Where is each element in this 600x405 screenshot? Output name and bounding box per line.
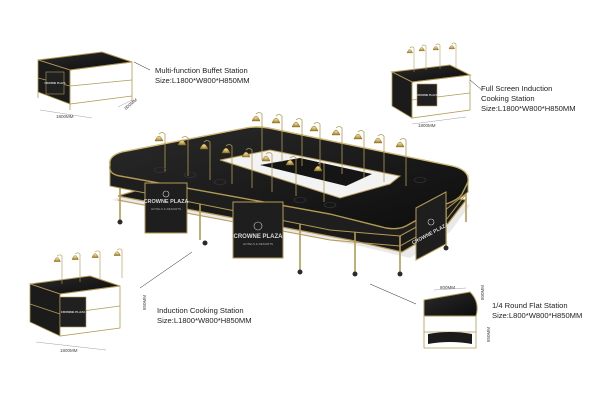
lamp-shade-icon — [113, 251, 121, 256]
label-round-flat: 1/4 Round Flat Station Size:L800*W800*H8… — [492, 301, 582, 321]
dim-length: 1800MM — [56, 114, 74, 119]
lamp-arm — [289, 156, 297, 159]
lamp-shade-icon — [353, 133, 363, 140]
lamp-arm — [116, 248, 123, 251]
lamp-arm — [255, 112, 263, 115]
lamp-arm — [399, 138, 407, 141]
full-induction-station: CROWNE PLAZA 1800MM — [390, 42, 472, 128]
lamp-shade-icon — [406, 49, 413, 54]
brand-name: CROWNE PLAZA — [416, 93, 437, 97]
lamp-shade-icon — [291, 121, 301, 128]
brand-tagline: HOTELS & RESORTS — [151, 207, 181, 211]
brand-name: CROWNE PLAZA — [234, 234, 284, 240]
lamp-arm — [158, 132, 166, 135]
lamp-shade-icon — [448, 45, 455, 50]
lamp-shade-icon — [418, 47, 425, 52]
lamp-shade-icon — [177, 139, 187, 146]
callout-line-induction — [139, 251, 193, 289]
dim-height: 850MM — [486, 327, 491, 342]
lamp-shade-icon — [251, 115, 261, 122]
lamp-arm — [357, 130, 365, 133]
induction-burners — [153, 167, 427, 208]
lamp-arm — [451, 42, 457, 45]
lamp-shade-icon — [285, 159, 295, 166]
lamp-arm — [435, 43, 441, 46]
island-panel-left: CROWNE PLAZA HOTELS & RESORTS — [144, 182, 189, 234]
lamp-shade-icon — [373, 137, 383, 144]
lamp-shade-icon — [91, 253, 99, 258]
quarter-round-station: 800MM 800MM 850MM — [423, 285, 491, 349]
lamp-arm — [225, 144, 233, 147]
lamp-arm — [409, 46, 415, 49]
lamp-arm — [295, 118, 303, 121]
lamp-shade-icon — [331, 129, 341, 136]
station-title: Induction Cooking Station — [157, 306, 244, 315]
brand-logo-icon — [253, 221, 263, 231]
dim-length: 800MM — [440, 285, 455, 290]
lamp-arm — [203, 140, 211, 143]
lamp-shade-icon — [154, 135, 164, 142]
label-full-induction: Full Screen Induction Cooking Station Si… — [481, 84, 576, 114]
multi-function-station: CROWNE PLAZA 1800MM 800MM — [37, 51, 138, 119]
induction-cooking-station: CROWNE PLAZA 1800MM 850MM — [29, 248, 147, 353]
label-multi-function: Multi-function Buffet Station Size:L1800… — [155, 66, 250, 86]
dim-height: 850MM — [142, 295, 147, 310]
lamp-arm — [74, 252, 81, 255]
station-size: Size:L800*W800*H850MM — [492, 311, 583, 320]
lamp-shade-icon — [309, 125, 319, 132]
station-size: Size:L1800*W800*H850MM — [157, 316, 252, 325]
lamp-shade-icon — [271, 117, 281, 124]
lamp-shade-icon — [241, 151, 251, 158]
lamp-arm — [421, 44, 427, 47]
lamp-shade-icon — [395, 141, 405, 148]
lamp-shade-icon — [221, 147, 231, 154]
station-title: Full Screen Induction — [481, 84, 553, 93]
label-induction: Induction Cooking Station Size:L1800*W80… — [157, 306, 252, 326]
callout-line-round — [369, 283, 417, 305]
station-title: 1/4 Round Flat Station — [492, 301, 568, 310]
island-panel-right: CROWNE PLAZA — [411, 191, 450, 261]
callout-line-multi — [133, 61, 151, 71]
lamp-shade-icon — [71, 255, 79, 260]
station-size: Size:L1800*W800*H850MM — [155, 76, 250, 85]
station-title-2: Cooking Station — [481, 94, 535, 103]
station-heat-lamps — [53, 248, 123, 284]
lamp-shade-icon — [53, 257, 61, 262]
station-size: Size:L1800*W800*H850MM — [481, 104, 576, 113]
lamp-arm — [94, 250, 101, 253]
lamp-arm — [377, 134, 385, 137]
station-title: Multi-function Buffet Station — [155, 66, 248, 75]
lamp-arm — [56, 254, 63, 257]
brand-name: CROWNE PLAZA — [44, 81, 65, 85]
station-heat-lamps — [406, 42, 457, 72]
dim-width: 800MM — [480, 285, 485, 300]
dim-width: 800MM — [123, 97, 138, 111]
brand-name: CROWNE PLAZA — [144, 199, 189, 205]
brand-tagline: HOTELS & RESORTS — [243, 242, 273, 246]
lamp-shade-icon — [199, 143, 209, 150]
lamp-arm — [317, 162, 325, 165]
lamp-arm — [313, 122, 321, 125]
heat-lamps — [154, 112, 407, 202]
lamp-arm — [265, 152, 273, 155]
lamp-arm — [335, 126, 343, 129]
brand-name: CROWNE PLAZA — [61, 310, 86, 314]
lamp-shade-icon — [432, 46, 439, 51]
lamp-arm — [275, 114, 283, 117]
brand-logo-icon — [162, 190, 170, 198]
main-buffet-island: CROWNE PLAZA HOTELS & RESORTS CROWNE PLA… — [109, 112, 470, 277]
island-panel-center: CROWNE PLAZA HOTELS & RESORTS — [232, 201, 284, 259]
lamp-arm — [181, 136, 189, 139]
lamp-arm — [245, 148, 253, 151]
brand-logo-icon — [427, 218, 435, 226]
callout-line-full — [469, 79, 483, 91]
dim-length: 1800MM — [418, 123, 436, 128]
lamp-shade-icon — [261, 155, 271, 162]
dim-length: 1800MM — [60, 348, 78, 353]
island-casters — [117, 219, 449, 277]
